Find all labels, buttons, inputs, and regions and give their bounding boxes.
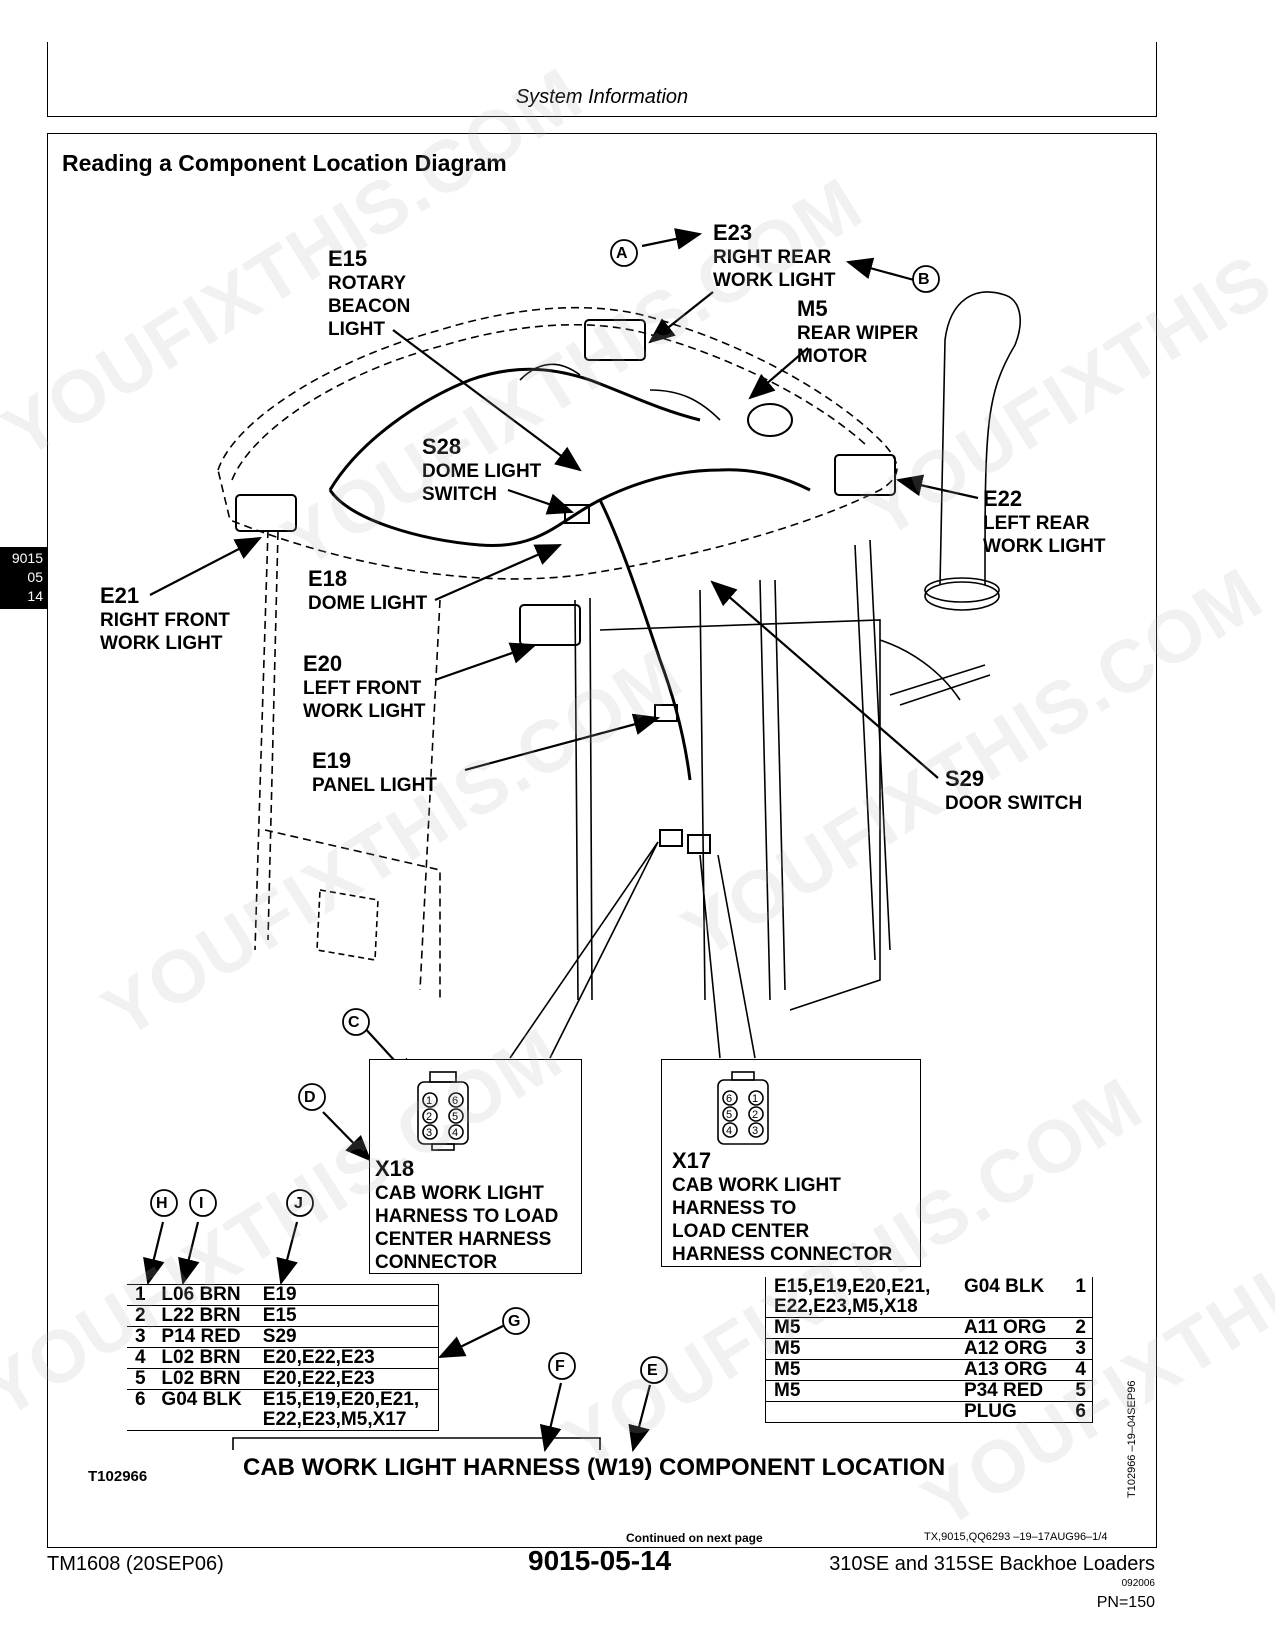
callout-letter: H [156,1195,168,1212]
callout-letter: I [199,1195,204,1212]
x18-callout-box [369,1059,582,1274]
manual-id: TM1608 (20SEP06) [47,1553,224,1575]
label-e19: E19 PANEL LIGHT [312,748,437,796]
harness-title: CAB WORK LIGHT HARNESS (W19) COMPONENT L… [243,1454,946,1481]
label-s28: S28 DOME LIGHT SWITCH [422,434,542,505]
section-title: System Information [515,86,689,108]
side-tab: 9015 05 14 [0,547,48,609]
date-code: 092006 [1121,1578,1155,1589]
page-number: 9015-05-14 [528,1545,672,1576]
label-e20: E20 LEFT FRONT WORK LIGHT [303,651,426,722]
side-tab-line: 14 [27,588,43,604]
label-m5: M5 REAR WIPER MOTOR [797,296,919,367]
x17-connector-icon [717,1071,769,1145]
callout-letter: C [348,1014,360,1031]
callout-letter: A [616,245,628,262]
callout-letter: F [555,1358,565,1375]
callout-letter: G [508,1313,521,1330]
label-e23: E23 RIGHT REAR WORK LIGHT [713,220,836,291]
label-e15: E15 ROTARY BEACON LIGHT [328,246,411,340]
reference-code: TX,9015,QQ6293 –19–17AUG96–1/4 [924,1531,1108,1543]
callout-letter: J [294,1195,303,1212]
figure-title: Reading a Component Location Diagram [62,150,507,176]
side-tab-line: 9015 [11,550,43,566]
callout-letter: D [304,1089,316,1106]
label-s29: S29 DOOR SWITCH [945,766,1083,814]
label-x18: X18 CAB WORK LIGHT HARNESS TO LOAD CENTE… [375,1156,559,1273]
continued-note: Continued on next page [626,1531,763,1545]
x17-callout-box [661,1059,921,1267]
label-e22: E22 LEFT REAR WORK LIGHT [983,486,1106,557]
label-e21: E21 RIGHT FRONT WORK LIGHT [100,583,230,654]
figure-id: T102966 [88,1468,148,1485]
product-name: 310SE and 315SE Backhoe Loaders [829,1553,1155,1575]
side-tab-line: 05 [27,569,43,585]
callout-letter: E [647,1362,658,1379]
label-x17: X17 CAB WORK LIGHT HARNESS TO LOAD CENTE… [672,1148,893,1265]
pn-number: PN=150 [1096,1594,1155,1611]
callout-letter: B [918,271,930,288]
x18-connector-icon [417,1071,469,1151]
figure-frame [47,133,1157,1548]
page-header: System Information [47,42,1157,117]
label-e18: E18 DOME LIGHT [308,566,428,614]
